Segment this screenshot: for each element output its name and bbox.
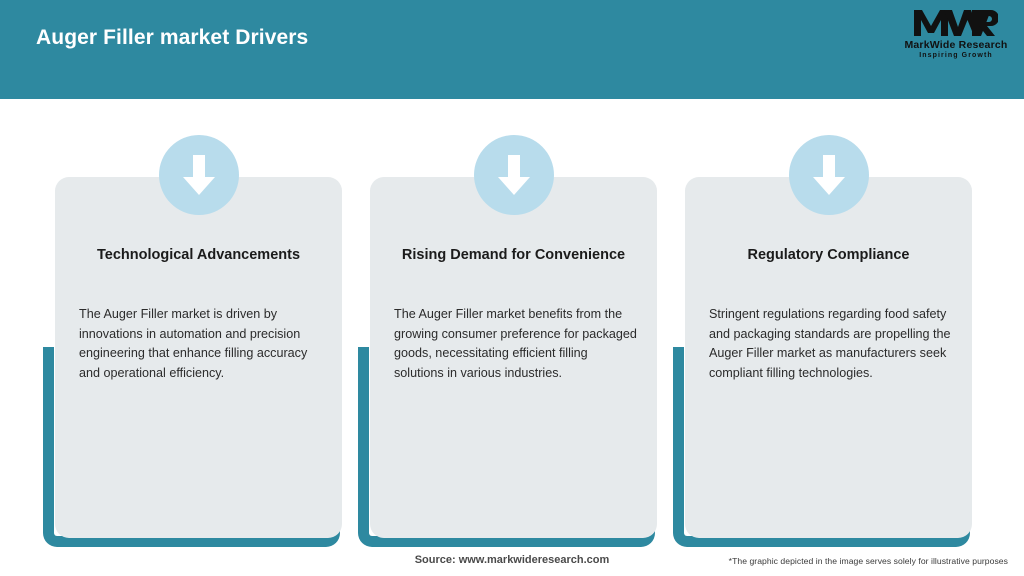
- card-surface: Rising Demand for Convenience The Auger …: [370, 135, 657, 538]
- down-arrow-icon: [158, 135, 239, 215]
- driver-card-2[interactable]: Rising Demand for Convenience The Auger …: [358, 135, 657, 547]
- card-title: Technological Advancements: [96, 247, 301, 263]
- card-title: Rising Demand for Convenience: [401, 247, 626, 263]
- brand-logo: MarkWide Research Inspiring Growth: [902, 8, 1010, 64]
- mwr-monogram-icon: [902, 8, 1010, 38]
- source-label: Source: www.markwideresearch.com: [414, 554, 610, 566]
- drivers-card-row: Technological Advancements The Auger Fil…: [0, 99, 1024, 547]
- card-body-text: The Auger Filler market benefits from th…: [394, 307, 637, 380]
- card-title: Regulatory Compliance: [747, 247, 910, 263]
- card-body-text: The Auger Filler market is driven by inn…: [79, 307, 308, 380]
- page-header: Auger Filler market Drivers MarkWide Res…: [0, 0, 1024, 99]
- disclaimer-note: *The graphic depicted in the image serve…: [728, 556, 1008, 566]
- card-surface: Regulatory Compliance Stringent regulati…: [685, 135, 972, 538]
- logo-company-name: MarkWide Research: [904, 39, 1008, 51]
- down-arrow-icon: [473, 135, 554, 215]
- page-title: Auger Filler market Drivers: [36, 26, 309, 49]
- logo-tagline: Inspiring Growth: [919, 52, 993, 59]
- driver-card-3[interactable]: Regulatory Compliance Stringent regulati…: [673, 135, 972, 547]
- driver-card-1[interactable]: Technological Advancements The Auger Fil…: [43, 135, 342, 547]
- card-surface: Technological Advancements The Auger Fil…: [55, 135, 342, 538]
- card-body-text: Stringent regulations regarding food saf…: [709, 307, 951, 380]
- down-arrow-icon: [788, 135, 869, 215]
